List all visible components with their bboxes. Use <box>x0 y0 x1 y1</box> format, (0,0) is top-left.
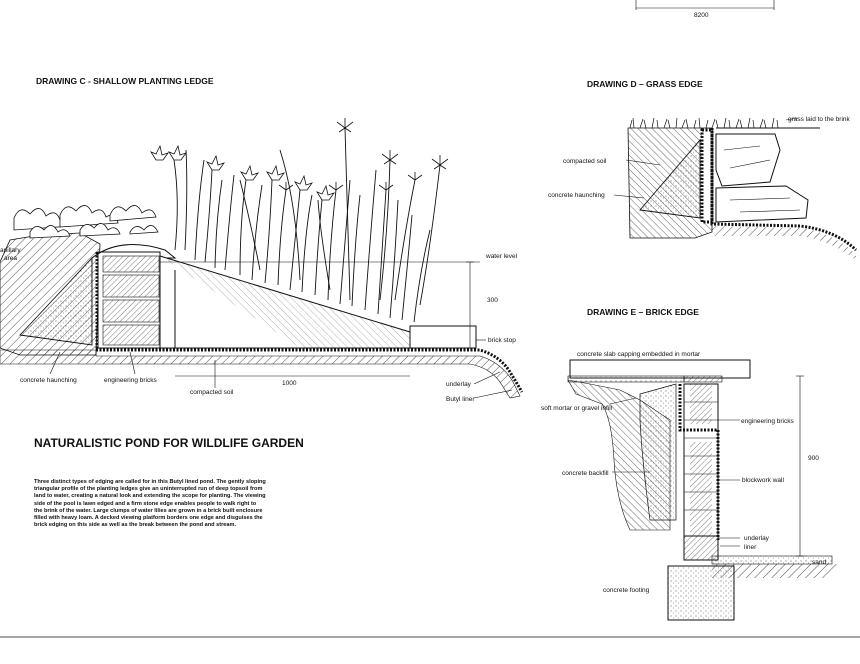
concrete-haunching-label: concrete haunching <box>20 377 77 384</box>
drawing-e: DRAWING E – BRICK EDGE <box>541 307 840 621</box>
soft-mortar-label: soft mortar or gravel infill <box>541 405 613 412</box>
top-dimension: 8200 <box>635 0 775 19</box>
sand-label: sand <box>812 559 826 566</box>
liner-d <box>710 128 858 252</box>
width-label: 1000 <box>282 380 297 387</box>
brick-stop <box>409 325 477 349</box>
marginal-plants <box>173 127 441 323</box>
concrete-slab <box>569 359 751 379</box>
concrete-backfill-label: concrete backfill <box>562 470 609 477</box>
butyl-liner-label: Butyl liner <box>446 396 475 403</box>
stone-block-2 <box>715 185 809 223</box>
concrete-haunching <box>19 256 93 346</box>
drawing-d-title: DRAWING D – GRASS EDGE <box>587 79 703 89</box>
butyl-liner <box>96 348 524 393</box>
liner-e <box>678 384 720 540</box>
compacted-soil-label: compacted soil <box>190 389 234 396</box>
blockwork-wall-label: blockwork wall <box>742 477 784 484</box>
capillary-area-label-1: apillary <box>0 247 21 254</box>
concrete-haunching-d <box>639 138 701 219</box>
iris-flowers <box>150 144 336 201</box>
liner-e-label: liner <box>744 544 757 551</box>
grass-label: grass laid to the brink <box>788 116 851 123</box>
brick-stop-label: brick stop <box>488 337 516 344</box>
sedge-heads <box>278 118 449 191</box>
capillary-area-label-2: area <box>4 255 17 262</box>
brick-column <box>683 383 719 537</box>
engineering-brick-wall <box>95 251 161 350</box>
depth-label: 300 <box>487 297 498 304</box>
grass-tufts <box>629 117 779 129</box>
underlay-label: underlay <box>446 381 472 388</box>
stone-block-1 <box>715 133 781 187</box>
engineering-bricks-e-label: engineering bricks <box>741 418 795 425</box>
underlay-e-label: underlay <box>744 535 770 542</box>
drawing-d: DRAWING D – GRASS EDGE grass laid to the… <box>548 79 858 260</box>
drawing-c-title: DRAWING C - SHALLOW PLANTING LEDGE <box>36 76 214 86</box>
low-foliage <box>13 205 159 239</box>
concrete-backfill <box>639 383 677 521</box>
drawing-c: DRAWING C - SHALLOW PLANTING LEDGE <box>0 76 524 403</box>
engineering-bricks-label: engineering bricks <box>104 377 158 384</box>
concrete-footing-label: concrete footing <box>603 587 650 594</box>
page-title: NATURALISTIC POND FOR WILDLIFE GARDEN <box>34 436 304 450</box>
concrete-footing <box>667 565 735 621</box>
height-label: 900 <box>808 455 819 462</box>
compacted-soil-d-label: compacted soil <box>563 158 607 165</box>
slab-label: concrete slab capping embedded in mortar <box>577 351 701 358</box>
water-level-label: water level <box>485 253 518 260</box>
concrete-haunching-d-label: concrete haunching <box>548 192 605 199</box>
drawing-e-title: DRAWING E – BRICK EDGE <box>587 307 699 317</box>
description-text: Three distinct types of edging are calle… <box>34 479 266 529</box>
top-dimension-label: 8200 <box>694 12 709 19</box>
